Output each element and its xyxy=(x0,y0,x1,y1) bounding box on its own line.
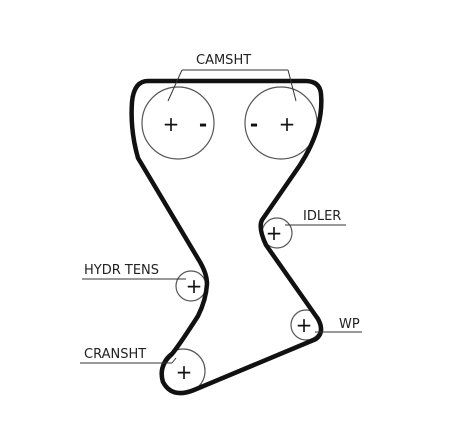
water-pump-label: WP xyxy=(339,317,360,332)
camshaft-pulley-left-circle xyxy=(141,86,215,160)
camshaft-pulley-right: - + xyxy=(244,86,318,160)
crankshaft-label: CRANSHT xyxy=(84,347,146,362)
crankshaft-plus: + xyxy=(176,360,193,384)
camshaft-left-minus: - xyxy=(199,112,207,136)
camshaft-left-plus: + xyxy=(163,112,180,136)
camshaft-right-minus: - xyxy=(250,112,258,136)
idler-plus: + xyxy=(266,221,283,245)
camshaft-right-plus: + xyxy=(279,112,296,136)
camshaft-leader xyxy=(167,69,297,102)
camshaft-pulley-left: + - xyxy=(141,86,215,160)
camshaft-label: CAMSHT xyxy=(196,53,251,68)
water-pump-pulley: + xyxy=(290,309,322,341)
timing-belt xyxy=(129,78,324,396)
idler-pulley: + xyxy=(261,217,293,249)
hydraulic-tensioner-plus: + xyxy=(186,274,203,298)
idler-label: IDLER xyxy=(303,209,341,224)
crankshaft-leader xyxy=(80,357,177,364)
hydraulic-tensioner-pulley: + xyxy=(175,270,207,302)
hydraulic-tensioner-label: HYDR TENS xyxy=(84,263,159,278)
water-pump-plus: + xyxy=(296,313,313,337)
